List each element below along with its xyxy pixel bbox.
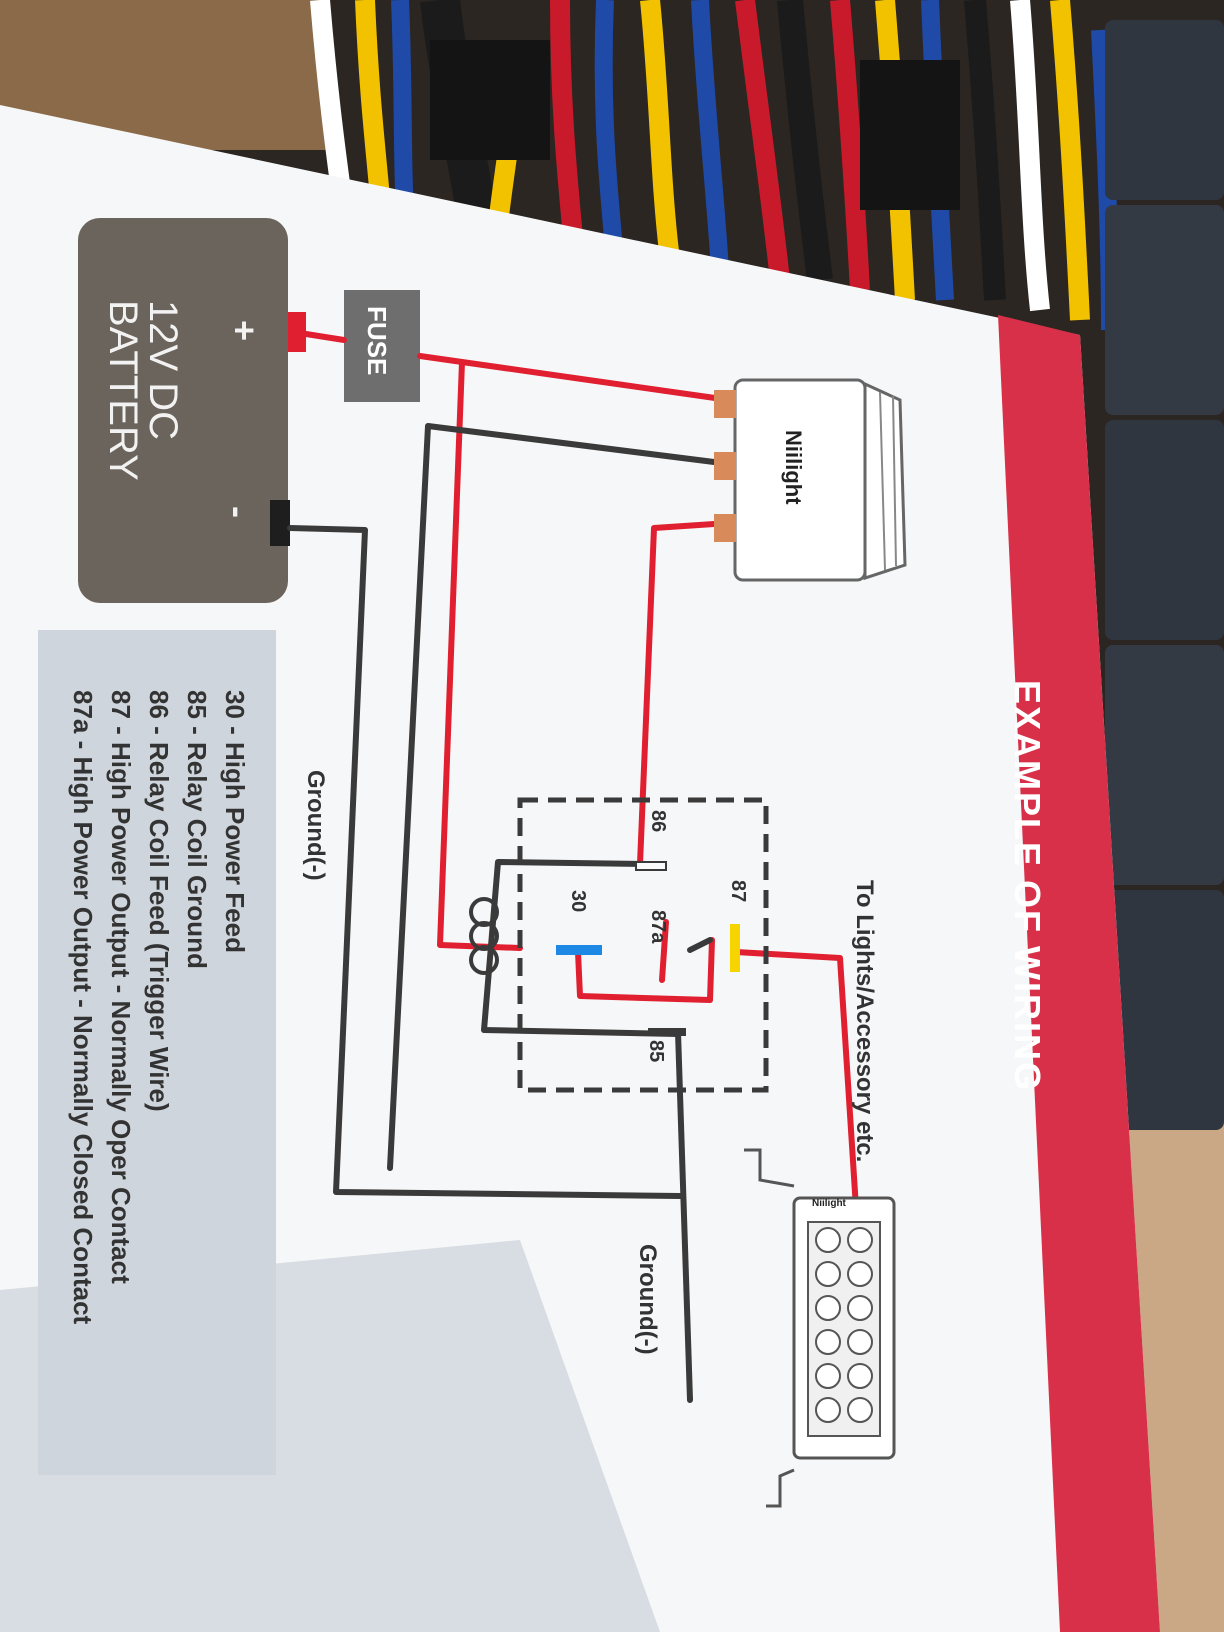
diagram-title: EXAMPLE OF WIRING bbox=[1007, 680, 1048, 1092]
legend-box bbox=[38, 630, 276, 1475]
legend-item-86: 86 - Relay Coil Feed (Trigger Wire) bbox=[144, 690, 174, 1112]
relay-pin-87a-label: 87a bbox=[647, 910, 669, 944]
ground-label-right: Ground(-) bbox=[634, 1244, 661, 1355]
switch-brand: Niilight bbox=[781, 430, 806, 505]
legend: 30 - High Power Feed 85 - Relay Coil Gro… bbox=[68, 690, 250, 1325]
to-lights-label: To Lights/Accessory etc. bbox=[851, 880, 878, 1162]
battery: 12V DC BATTERY + - bbox=[78, 218, 288, 603]
legend-item-87: 87 - High Power Output - Normally Oper C… bbox=[106, 690, 136, 1284]
relay-coil bbox=[469, 897, 499, 975]
fuse: FUSE bbox=[344, 290, 420, 402]
title-band bbox=[998, 315, 1160, 1632]
relay-pin-86 bbox=[635, 861, 667, 871]
relay-blocks bbox=[1105, 20, 1224, 1130]
light-bar: Niilight bbox=[744, 1148, 896, 1508]
rocker-switch: Niilight bbox=[714, 378, 907, 582]
battery-label-line2: BATTERY bbox=[101, 300, 145, 481]
switch-terminal-1 bbox=[714, 390, 736, 418]
relay-pin-30-label: 30 bbox=[567, 890, 589, 912]
relay-pin-87 bbox=[730, 924, 740, 972]
relay-pin-87-label: 87 bbox=[727, 880, 749, 902]
switch-terminal-2 bbox=[714, 452, 736, 480]
battery-negative-terminal bbox=[270, 500, 290, 546]
legend-item-30: 30 - High Power Feed bbox=[220, 690, 250, 953]
battery-positive-terminal bbox=[288, 312, 306, 352]
relay-pin-85-label: 85 bbox=[645, 1040, 667, 1062]
legend-item-87a: 87a - High Power Output - Normally Close… bbox=[68, 690, 98, 1325]
battery-label-line1: 12V DC bbox=[141, 300, 185, 440]
relay-box bbox=[517, 797, 769, 1093]
battery-minus-sign: - bbox=[218, 506, 259, 518]
ground-label-left: Ground(-) bbox=[302, 770, 329, 881]
legend-item-85: 85 - Relay Coil Ground bbox=[182, 690, 212, 969]
relay-pin-86-label: 86 bbox=[647, 810, 669, 832]
relay-pin-85 bbox=[648, 1028, 686, 1036]
switch-terminal-3 bbox=[714, 514, 736, 542]
relay-pin-30 bbox=[556, 945, 602, 955]
battery-plus-sign: + bbox=[224, 320, 265, 341]
fuse-label: FUSE bbox=[362, 306, 392, 375]
lightbar-brand: Niilight bbox=[812, 1198, 847, 1209]
